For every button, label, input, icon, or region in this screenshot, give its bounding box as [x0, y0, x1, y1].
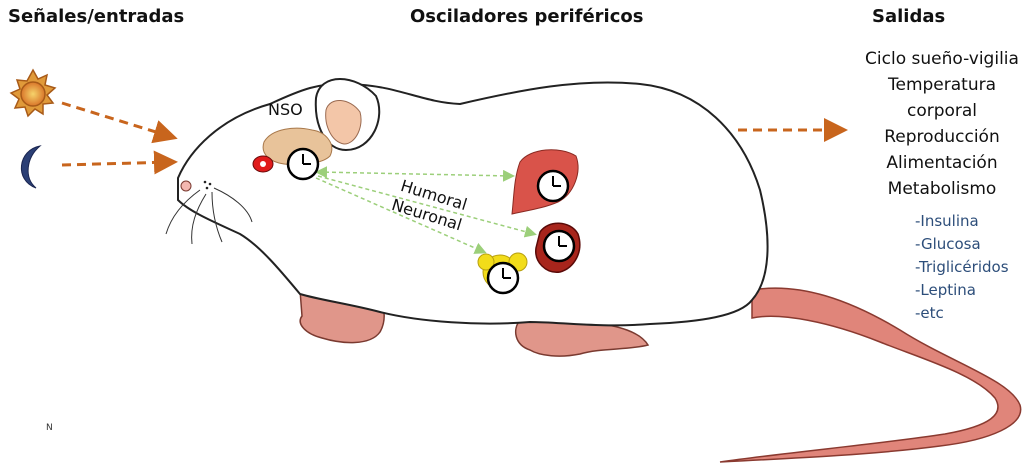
output-item: Metabolismo — [850, 176, 1034, 202]
outputs-sub-list: -Insulina -Glucosa -Triglicéridos -Lepti… — [915, 210, 1009, 325]
metabolism-item: -Glucosa — [915, 233, 1009, 256]
metabolism-item: -Insulina — [915, 210, 1009, 233]
clock-icon — [544, 231, 574, 261]
sun-icon — [11, 70, 55, 116]
metabolism-item: -Triglicéridos — [915, 256, 1009, 279]
clock-icon — [538, 171, 568, 201]
output-item: Reproducción — [850, 124, 1034, 150]
moon-icon — [21, 146, 40, 188]
outputs-main-list: Ciclo sueño-vigilia Temperatura corporal… — [850, 46, 1034, 202]
nso-label: NSO — [268, 100, 303, 119]
output-item: Alimentación — [850, 150, 1034, 176]
rat-body — [178, 82, 768, 325]
metabolism-item: -etc — [915, 302, 1009, 325]
output-item: Ciclo sueño-vigilia — [850, 46, 1034, 72]
output-item: corporal — [850, 98, 1034, 124]
output-item: Temperatura — [850, 72, 1034, 98]
clock-icon — [488, 263, 518, 293]
moon-arrow — [62, 162, 172, 165]
sun-arrow — [62, 103, 172, 137]
clock-icon — [288, 149, 318, 179]
rat-nose — [181, 181, 191, 191]
corner-mark: N — [46, 423, 53, 433]
metabolism-item: -Leptina — [915, 279, 1009, 302]
